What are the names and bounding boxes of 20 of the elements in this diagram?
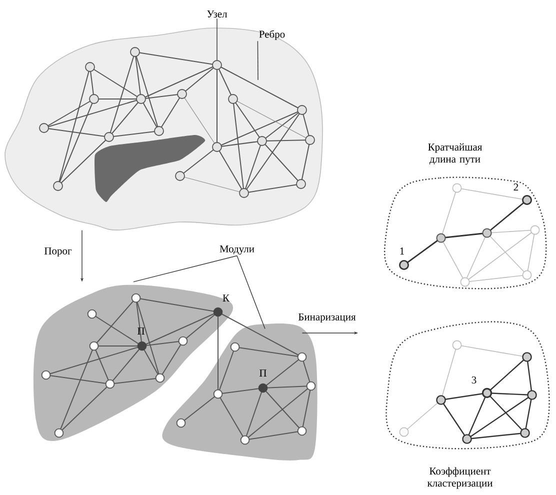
edge-label: Порог: [43, 246, 73, 258]
brain-drawing: [4, 28, 323, 230]
edge-label: Бинаризация: [297, 312, 357, 324]
hub-label: П: [260, 370, 266, 376]
leader-line: [216, 18, 218, 60]
number-label: 1: [400, 248, 404, 254]
number-label: 2: [514, 184, 518, 190]
module-blob: [33, 284, 234, 442]
hub-label: П: [138, 328, 144, 334]
leader-line: [257, 40, 258, 80]
callout-label: Модули: [220, 245, 254, 255]
panel-title: Кратчайшая длина пути: [428, 143, 482, 165]
callout-label: Узел: [207, 10, 228, 18]
module-blob: [162, 324, 318, 460]
hub-label: К: [222, 294, 230, 302]
panel-title: Коэффициент кластеризации: [427, 467, 492, 489]
number-label: 3: [472, 376, 476, 384]
leader-line: [133, 255, 238, 282]
leader-line: [236, 255, 266, 330]
callout-label: Ребро: [259, 30, 285, 40]
